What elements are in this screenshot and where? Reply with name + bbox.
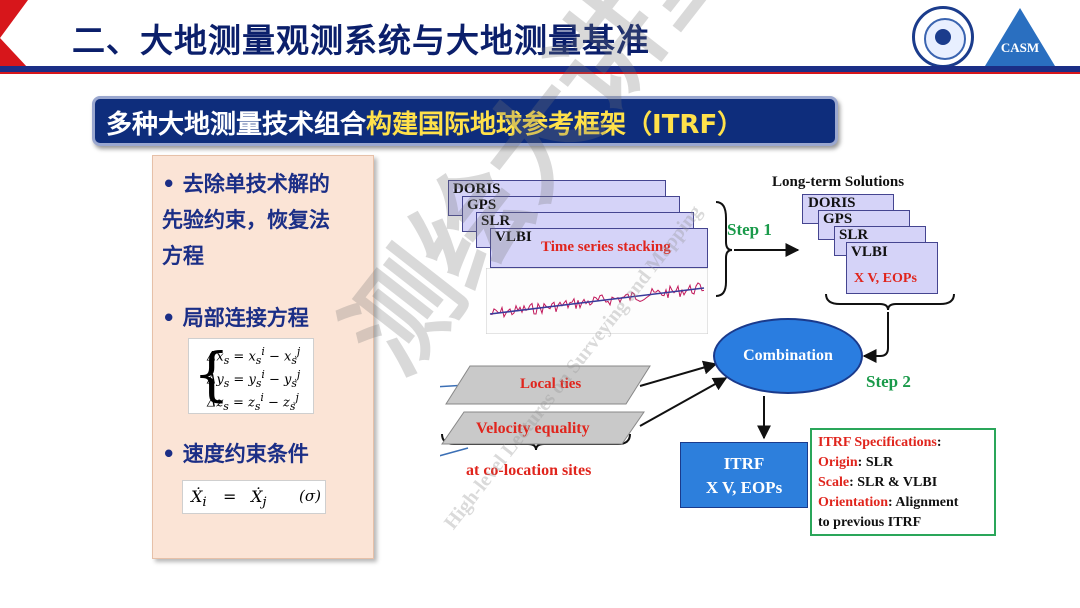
bullet-local-ties-eq: • 局部连接方程 <box>162 306 309 330</box>
spec-title-line: ITRF Specifications: <box>818 433 958 453</box>
longterm-title: Long-term Solutions <box>772 174 905 190</box>
local-ties-shape <box>445 365 651 405</box>
casm-logo-text: CASM <box>1000 40 1040 55</box>
equation-dz: Δzs = zsi − zsj <box>207 391 299 413</box>
velocity-lhs: Ẋi <box>191 487 207 511</box>
longterm-label-doris: DORIS <box>808 195 856 211</box>
casm-logo-icon <box>985 8 1055 66</box>
spec-origin-key: Origin <box>818 455 858 470</box>
header-divider-red <box>0 72 1080 74</box>
spec-orientation-val: : Alignment <box>888 495 959 510</box>
spec-scale-val: : SLR & VLBI <box>849 475 938 490</box>
globe-icon <box>924 18 966 60</box>
spec-origin-val: : SLR <box>857 455 894 470</box>
header-accent-top <box>0 0 28 38</box>
header-divider-navy <box>0 66 1080 72</box>
local-ties-label: Local ties <box>520 376 582 392</box>
longterm-box-vlbi <box>846 242 938 294</box>
header-accent-bottom <box>0 38 28 68</box>
colocation-label: at co-location sites <box>466 462 592 479</box>
stack-caption: Time series stacking <box>541 239 671 255</box>
combination-node <box>713 318 863 394</box>
velocity-op: = <box>223 487 237 506</box>
spec-scale-line: Scale: SLR & VLBI <box>818 473 958 493</box>
spec-title: ITRF Specifications <box>818 435 937 450</box>
velocity-equality-label: Velocity equality <box>476 420 590 437</box>
itrf-specifications-box <box>810 428 996 536</box>
velocity-sigma: (σ) <box>299 487 321 505</box>
subtitle-bar <box>92 96 838 146</box>
bullet1-line2: 先验约束，恢复法 <box>162 208 330 232</box>
longterm-label-vlbi: VLBI <box>851 244 888 260</box>
equation-dx: Δxs = xsi − xsj <box>207 345 301 367</box>
stack-label-slr: SLR <box>481 213 511 229</box>
itrf-specifications-text: ITRF Specifications: Origin: SLR Scale: … <box>818 433 958 533</box>
bullet1-line3: 方程 <box>162 244 204 268</box>
spec-title-colon: : <box>936 435 942 450</box>
csgpc-logo <box>912 6 974 68</box>
spec-orientation-line: Orientation: Alignment <box>818 493 958 513</box>
step1-label: Step 1 <box>727 220 772 239</box>
spec-scale-key: Scale <box>818 475 850 490</box>
bullet-velocity-constraint: • 速度约束条件 <box>162 442 309 466</box>
page-title: 二、大地测量观测系统与大地测量基准 <box>72 21 650 60</box>
equation-dy: Δys = ysi − ysj <box>207 368 301 390</box>
stack-label-doris: DORIS <box>453 181 501 197</box>
bullet-remove-constraints: • 去除单技术解的 先验约束，恢复法 方程 <box>162 166 330 274</box>
itrf-output-box <box>680 442 808 508</box>
itrf-values: X V, EOPs <box>705 478 783 497</box>
local-tie-equations: { Δxs = xsi − xsj Δys = ysi − ysj Δzs = … <box>188 338 314 414</box>
velocity-equation: Ẋi = Ẋj (σ) <box>182 480 326 514</box>
spec-orientation-line2: to previous ITRF <box>818 515 922 530</box>
stack-label-gps: GPS <box>467 197 497 213</box>
longterm-label-slr: SLR <box>839 227 869 243</box>
velocity-rhs: Ẋj <box>251 487 267 511</box>
longterm-label-gps: GPS <box>823 211 853 227</box>
spec-origin-line: Origin: SLR <box>818 453 958 473</box>
stack-label-vlbi: VLBI <box>495 229 532 245</box>
spec-orientation-key: Orientation <box>818 495 888 510</box>
itrf-title: ITRF <box>723 454 765 473</box>
subtitle-part2: 构建国际地球参考框架（ITRF） <box>366 110 744 140</box>
longterm-caption: X V, EOPs <box>854 271 917 286</box>
stack-box-vlbi <box>490 228 708 268</box>
combination-label: Combination <box>743 347 833 364</box>
subtitle-part1: 多种大地测量技术组合 <box>106 110 367 140</box>
velocity-equality-shape <box>441 411 645 445</box>
parallelograms <box>441 365 651 445</box>
equation-brace: { <box>193 340 230 408</box>
step2-label: Step 2 <box>866 372 911 391</box>
time-series-plot <box>486 268 708 334</box>
bullet1-line1: • 去除单技术解的 <box>162 172 330 196</box>
subtitle-text: 多种大地测量技术组合构建国际地球参考框架（ITRF） <box>106 104 743 141</box>
